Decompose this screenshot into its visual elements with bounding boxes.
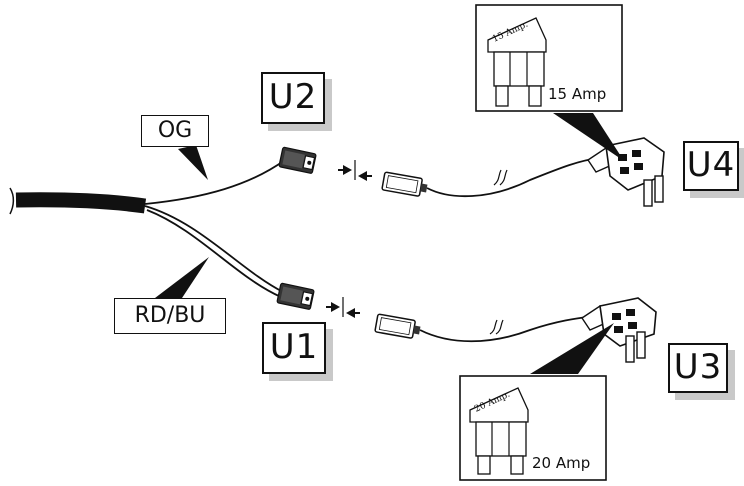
wire-to-u3 [419, 315, 596, 343]
callout-og [178, 145, 208, 180]
fuse-tap-u4 [587, 137, 665, 207]
wire-tag-rdbu: RD/BU [114, 298, 226, 334]
og-wire [144, 159, 286, 205]
callout-fuse-top [553, 113, 624, 161]
connect-arrows-bottom [326, 297, 360, 318]
female-connector-top [381, 171, 428, 197]
label-u1: U1 [262, 322, 326, 374]
wire-tag-og: OG [141, 115, 209, 147]
callout-rdbu [155, 257, 209, 298]
fuse-rating-bottom: 20 Amp [532, 454, 590, 472]
wire-to-u4 [426, 157, 601, 198]
connect-arrows-top [338, 160, 372, 181]
main-harness [9, 187, 147, 215]
fuse-detail-bottom: 20 Amp. 20 Amp [459, 375, 607, 481]
female-connector-bottom [374, 313, 421, 339]
u1-connector [276, 282, 315, 310]
fuse-detail-top: 15 Amp. 15 Amp [475, 4, 623, 112]
u2-connector [278, 146, 317, 174]
fuse-rating-top: 15 Amp [548, 85, 606, 103]
label-u4: U4 [683, 141, 739, 191]
callout-fuse-bottom [530, 323, 614, 374]
fuse-tap-u3 [581, 297, 657, 363]
label-u2: U2 [261, 72, 325, 124]
rdbu-wire [144, 205, 284, 298]
label-u3: U3 [668, 343, 728, 393]
